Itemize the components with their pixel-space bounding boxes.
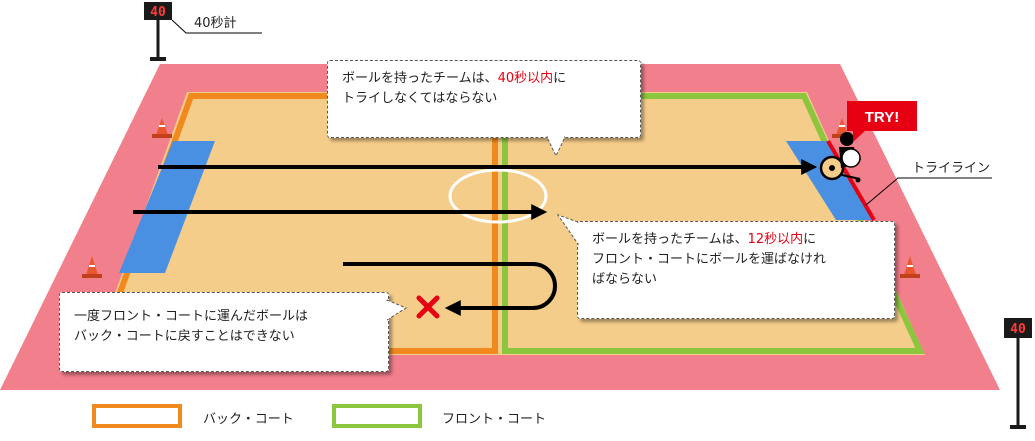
legend-swatch-back-court [92,404,182,428]
try-zone-left [119,141,215,273]
callout-text: ボールを持ったチームは、 [592,232,748,247]
try-line-leader [865,177,992,206]
callout-line: ボールを持ったチームは、12秒以内に [592,230,880,250]
shot-clock-bottom [1004,318,1032,429]
callout-line: フロント・コートにボールを運ばなけれ [592,252,827,267]
callout-line: 一度フロント・コートに運んだボールは [74,309,309,324]
callout-line: ばならない [592,272,658,287]
legend-swatch-front-court [332,404,422,428]
try-badge [847,101,917,142]
timer-label: 40秒計 [194,15,237,31]
callout-twelve-second-rule: ボールを持ったチームは、12秒以内に フロント・コートにボールを運ばなけれ ばな… [577,221,895,319]
cone [900,256,920,278]
try-line [826,139,876,222]
callout-line: ボールを持ったチームは、40秒以内に [342,69,626,89]
callout-highlight: 12秒以内 [747,232,804,247]
legend-label-front-court: フロント・コート [442,412,547,427]
shot-clock-top [144,2,172,61]
callout-highlight: 40秒以内 [497,71,554,86]
callout-no-return-rule: 一度フロント・コートに運んだボールは バック・コートに戻すことはできない [59,292,389,372]
prohibited-x-icon [416,295,440,319]
timer-leader [171,19,262,34]
play-arrow-u-turn [343,262,557,316]
cone [152,118,172,138]
callout-forty-pointer [546,136,566,158]
callout-forty-second-rule: ボールを持ったチームは、40秒以内に トライしなくてはならない [327,60,641,138]
center-circle [448,168,548,224]
try-line-label: トライライン [912,161,990,176]
callout-no-return-pointer [386,299,408,321]
callout-line: トライしなくてはならない [342,91,498,106]
callout-text: に [803,232,817,247]
shot-clock-bottom-digits: 40 [1010,322,1026,337]
wheelchair-player-icon [819,132,862,183]
callout-twelve-pointer [556,214,580,246]
cone [82,256,102,278]
callout-line: バック・コートに戻すことはできない [74,329,295,344]
callout-text: ボールを持ったチームは、 [342,71,498,86]
shot-clock-top-digits: 40 [150,5,166,20]
try-badge-label: TRY! [865,109,899,126]
legend-label-back-court: バック・コート [203,412,294,427]
callout-text: に [553,71,567,86]
